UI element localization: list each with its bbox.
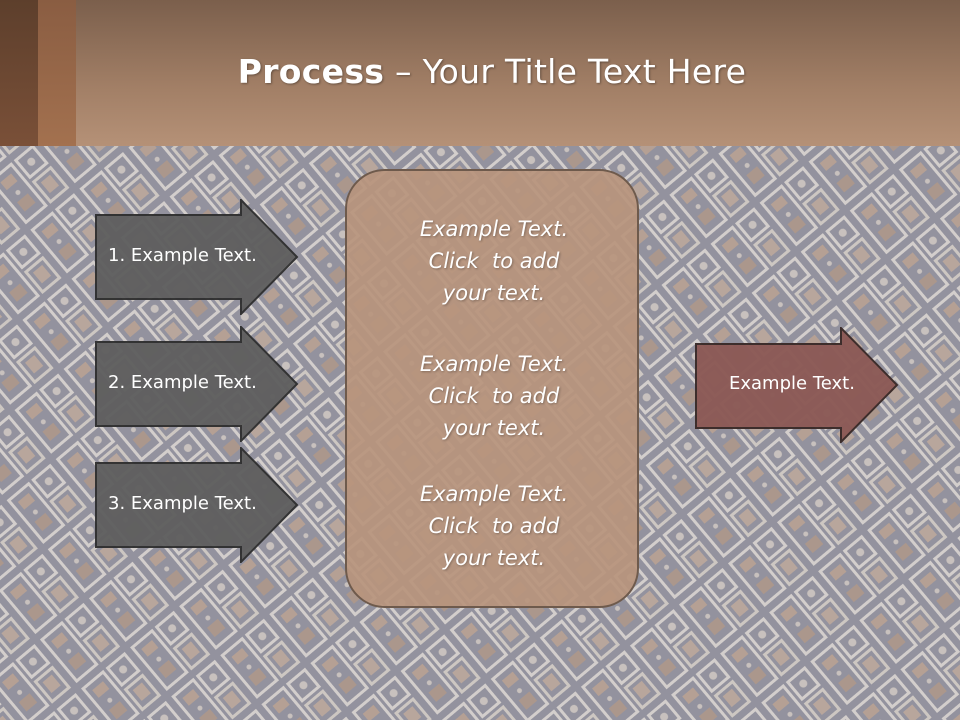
center-text-block-3[interactable]: Example Text. Click to add your text. [347,478,641,574]
center-text-line: Example Text. [419,482,569,506]
process-step-arrow-2[interactable]: 2. Example Text. [95,326,299,442]
center-text-line: your text. [442,281,546,305]
center-text-line: your text. [442,546,546,570]
center-text-line: Click to add [428,384,560,408]
process-step-label-2: 2. Example Text. [108,372,257,393]
center-text-block-1[interactable]: Example Text. Click to add your text. [347,213,641,309]
slide-title-bold: Process [237,52,385,91]
slide-title[interactable]: Process – Your Title Text Here [0,52,960,91]
right-arrow-icon [695,327,899,443]
center-text-box[interactable]: Example Text. Click to add your text. Ex… [345,169,639,608]
result-arrow[interactable]: Example Text. [695,327,899,443]
center-text-line: Example Text. [419,217,569,241]
result-arrow-label: Example Text. [729,373,855,394]
title-bar [0,0,960,146]
right-arrow-icon [95,199,299,315]
process-step-arrow-3[interactable]: 3. Example Text. [95,447,299,563]
right-arrow-icon [95,326,299,442]
center-text-line: Example Text. [419,352,569,376]
process-step-arrow-1[interactable]: 1. Example Text. [95,199,299,315]
center-text-block-2[interactable]: Example Text. Click to add your text. [347,348,641,444]
center-text-line: your text. [442,416,546,440]
header-accent-light [38,0,76,146]
center-text-line: Click to add [428,249,560,273]
center-text-line: Click to add [428,514,560,538]
header-accent-dark [0,0,38,146]
right-arrow-icon [95,447,299,563]
process-step-label-3: 3. Example Text. [108,493,257,514]
slide-title-rest: – Your Title Text Here [384,52,747,91]
process-step-label-1: 1. Example Text. [108,245,257,266]
